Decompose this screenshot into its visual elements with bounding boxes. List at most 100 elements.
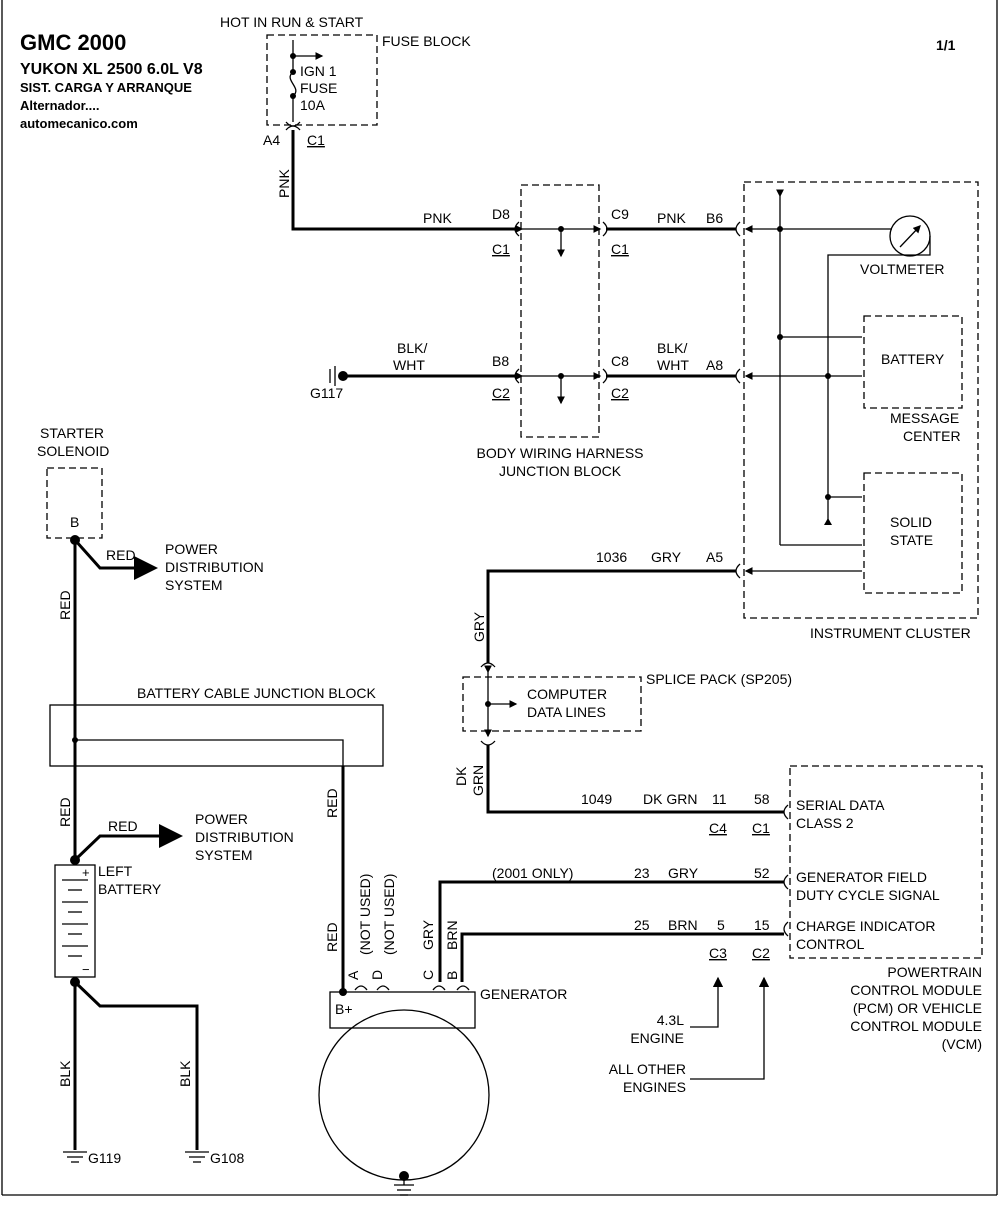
red-label-lower: RED <box>108 818 138 834</box>
fuse-connector: C1 <box>307 132 325 148</box>
brn-label-gen: BRN <box>444 920 460 950</box>
gen-pin-d: D <box>369 970 385 980</box>
circuit-1036: 1036 <box>596 549 627 565</box>
red-label-gen1: RED <box>324 788 340 818</box>
pcm-c1: C1 <box>752 820 770 836</box>
red-label-upper: RED <box>106 547 136 563</box>
fuse-pin: A4 <box>263 132 280 148</box>
serial-data-l2: CLASS 2 <box>796 815 854 831</box>
only-2001-label: (2001 ONLY) <box>492 865 573 881</box>
instrument-cluster-label: INSTRUMENT CLUSTER <box>810 625 971 641</box>
junction-b8: B8 <box>492 353 509 369</box>
gry-label-vertical: GRY <box>471 611 487 642</box>
splice-pack-box <box>462 676 642 732</box>
circuit-1049: 1049 <box>581 791 612 807</box>
battery-junction-box <box>49 704 384 767</box>
brn-label: BRN <box>668 917 698 933</box>
generator-bplus: B+ <box>335 1001 353 1017</box>
fuse-rating: 10A <box>300 97 326 113</box>
cluster-a5: A5 <box>706 549 723 565</box>
generator-label: GENERATOR <box>480 986 567 1002</box>
dk-label-vertical: DK <box>453 766 469 786</box>
pcm-label-4: CONTROL MODULE <box>850 1018 982 1034</box>
cluster-a8: A8 <box>706 357 723 373</box>
computer-data-l2: DATA LINES <box>527 704 606 720</box>
blk-wht-l2: WHT <box>393 357 425 373</box>
ground-g119-icon <box>63 1151 87 1163</box>
junction-c2-left: C2 <box>492 385 510 401</box>
all-other-l1: ALL OTHER <box>609 1061 686 1077</box>
gry-label-gen: GRY <box>420 919 436 950</box>
ground-g119-label: G119 <box>88 1150 121 1166</box>
blk-label-g108: BLK <box>177 1060 193 1087</box>
red-label-v1: RED <box>57 590 73 620</box>
red-power-dist-upper <box>73 539 158 580</box>
battery-indicator-box <box>863 315 963 409</box>
all-other-arrow <box>690 976 770 1080</box>
pcm-pin-11: 11 <box>712 791 727 807</box>
left-battery-l2: BATTERY <box>98 881 162 897</box>
pcm-label-5: (VCM) <box>942 1036 982 1052</box>
power-dist-lower-l3: SYSTEM <box>195 847 253 863</box>
fuse-block-box <box>266 34 378 126</box>
left-battery-icon <box>54 864 96 978</box>
header-subsystem: Alternador.... <box>20 98 99 113</box>
left-battery-l1: LEFT <box>98 863 133 879</box>
engine-43-arrow <box>690 976 724 1028</box>
junction-c9: C9 <box>611 206 629 222</box>
battery-indicator-label: BATTERY <box>881 351 945 367</box>
blk-wht-r2: WHT <box>657 357 689 373</box>
junction-c1-right: C1 <box>611 241 629 257</box>
fuse-block-label: FUSE BLOCK <box>382 33 471 49</box>
generator-ground-icon <box>394 1180 414 1196</box>
pcm-label-2: CONTROL MODULE <box>850 982 982 998</box>
header-make: GMC 2000 <box>20 30 126 55</box>
gen-field-l1: GENERATOR FIELD <box>796 869 927 885</box>
power-dist-lower-l1: POWER <box>195 811 248 827</box>
pnk-label-vertical: PNK <box>276 169 292 198</box>
pcm-label-1: POWERTRAIN <box>887 964 982 980</box>
battery-junction-label: BATTERY CABLE JUNCTION BLOCK <box>137 685 376 701</box>
junction-c8: C8 <box>611 353 629 369</box>
pcm-c4: C4 <box>709 820 727 836</box>
fuse-hot-label: HOT IN RUN & START <box>220 14 364 30</box>
pnk-wire <box>291 130 518 231</box>
solid-state-l1: SOLID <box>890 514 932 530</box>
pcm-c3: C3 <box>709 945 727 961</box>
message-center-l1: MESSAGE <box>890 410 959 426</box>
gen-pin-c: C <box>420 970 436 980</box>
gry-label-cluster: GRY <box>651 549 682 565</box>
not-used-d: (NOT USED) <box>381 874 397 955</box>
blk-wht-l1: BLK/ <box>397 340 427 356</box>
brn-charge-wire <box>460 932 784 982</box>
page-number: 1/1 <box>936 37 956 53</box>
starter-solenoid-box <box>46 467 103 539</box>
pcm-label-3: (PCM) OR VEHICLE <box>853 1000 982 1016</box>
generator-icon <box>318 1009 490 1181</box>
junction-label-2: JUNCTION BLOCK <box>499 463 622 479</box>
gry-wire-1036 <box>486 569 736 663</box>
instrument-cluster-box <box>743 181 979 619</box>
computer-data-l1: COMPUTER <box>527 686 607 702</box>
battery-plus: + <box>82 865 90 880</box>
starter-l1: STARTER <box>40 425 104 441</box>
circuit-23: 23 <box>634 865 650 881</box>
junction-label-1: BODY WIRING HARNESS <box>477 445 644 461</box>
pnk-label-right: PNK <box>657 210 686 226</box>
power-dist-upper-l2: DISTRIBUTION <box>165 559 264 575</box>
pcm-pin-15: 15 <box>754 917 770 933</box>
gry-label-field: GRY <box>668 865 699 881</box>
fuse-name: IGN 1 <box>300 63 337 79</box>
red-label-gen2: RED <box>324 922 340 952</box>
solid-state-box <box>863 472 963 594</box>
red-power-dist-lower <box>73 824 183 862</box>
pnk-label-horizontal: PNK <box>423 210 452 226</box>
dk-grn-wire-1049 <box>486 745 784 814</box>
junction-c2-right: C2 <box>611 385 629 401</box>
pcm-c2: C2 <box>752 945 770 961</box>
header-model: YUKON XL 2500 6.0L V8 <box>20 61 203 78</box>
junction-block-box <box>520 184 600 438</box>
junction-d8: D8 <box>492 206 510 222</box>
pcm-pin-5: 5 <box>717 917 725 933</box>
